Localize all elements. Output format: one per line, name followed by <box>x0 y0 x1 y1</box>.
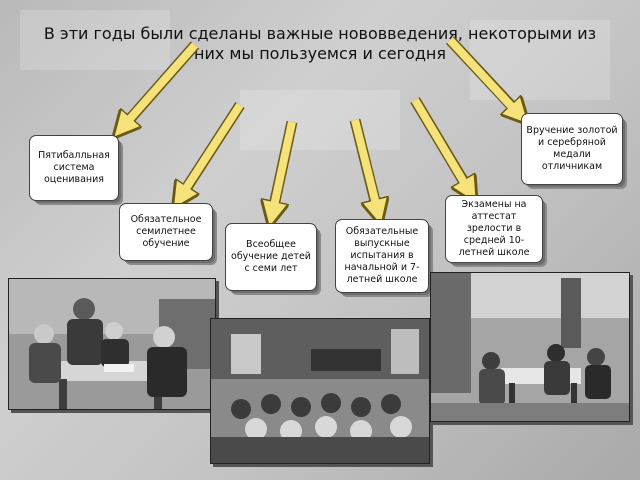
box-seven-year-education: Обязательное семилетнее обучение <box>119 203 213 261</box>
slide-title: В эти годы были сделаны важные нововведе… <box>43 24 597 63</box>
photo-ruined-school <box>430 272 630 422</box>
photo-classroom-children-image <box>9 279 215 409</box>
box-final-exams-label: Обязательные выпускные испытания в начал… <box>344 226 420 285</box>
box-matriculation-exams: Экзамены на аттестат зрелости в средней … <box>445 195 543 263</box>
box-matriculation-exams-label: Экзамены на аттестат зрелости в средней … <box>458 199 530 258</box>
photo-classroom-children <box>8 278 216 410</box>
box-universal-education-label: Всеобщее обучение детей с семи лет <box>231 239 311 274</box>
box-universal-education: Всеобщее обучение детей с семи лет <box>225 223 317 291</box>
box-five-point-grading: Пятибалльная система оценивания <box>29 135 119 201</box>
box-medal-awards-label: Вручение золотой и серебряной медали отл… <box>526 125 618 172</box>
box-five-point-grading-label: Пятибалльная система оценивания <box>38 150 110 185</box>
photo-ruined-school-image <box>431 273 629 421</box>
box-final-exams: Обязательные выпускные испытания в начал… <box>335 219 429 293</box>
photo-meeting-hall-image <box>211 319 429 463</box>
box-medal-awards: Вручение золотой и серебряной медали отл… <box>521 113 623 185</box>
photo-meeting-hall <box>210 318 430 464</box>
box-seven-year-education-label: Обязательное семилетнее обучение <box>130 214 202 249</box>
